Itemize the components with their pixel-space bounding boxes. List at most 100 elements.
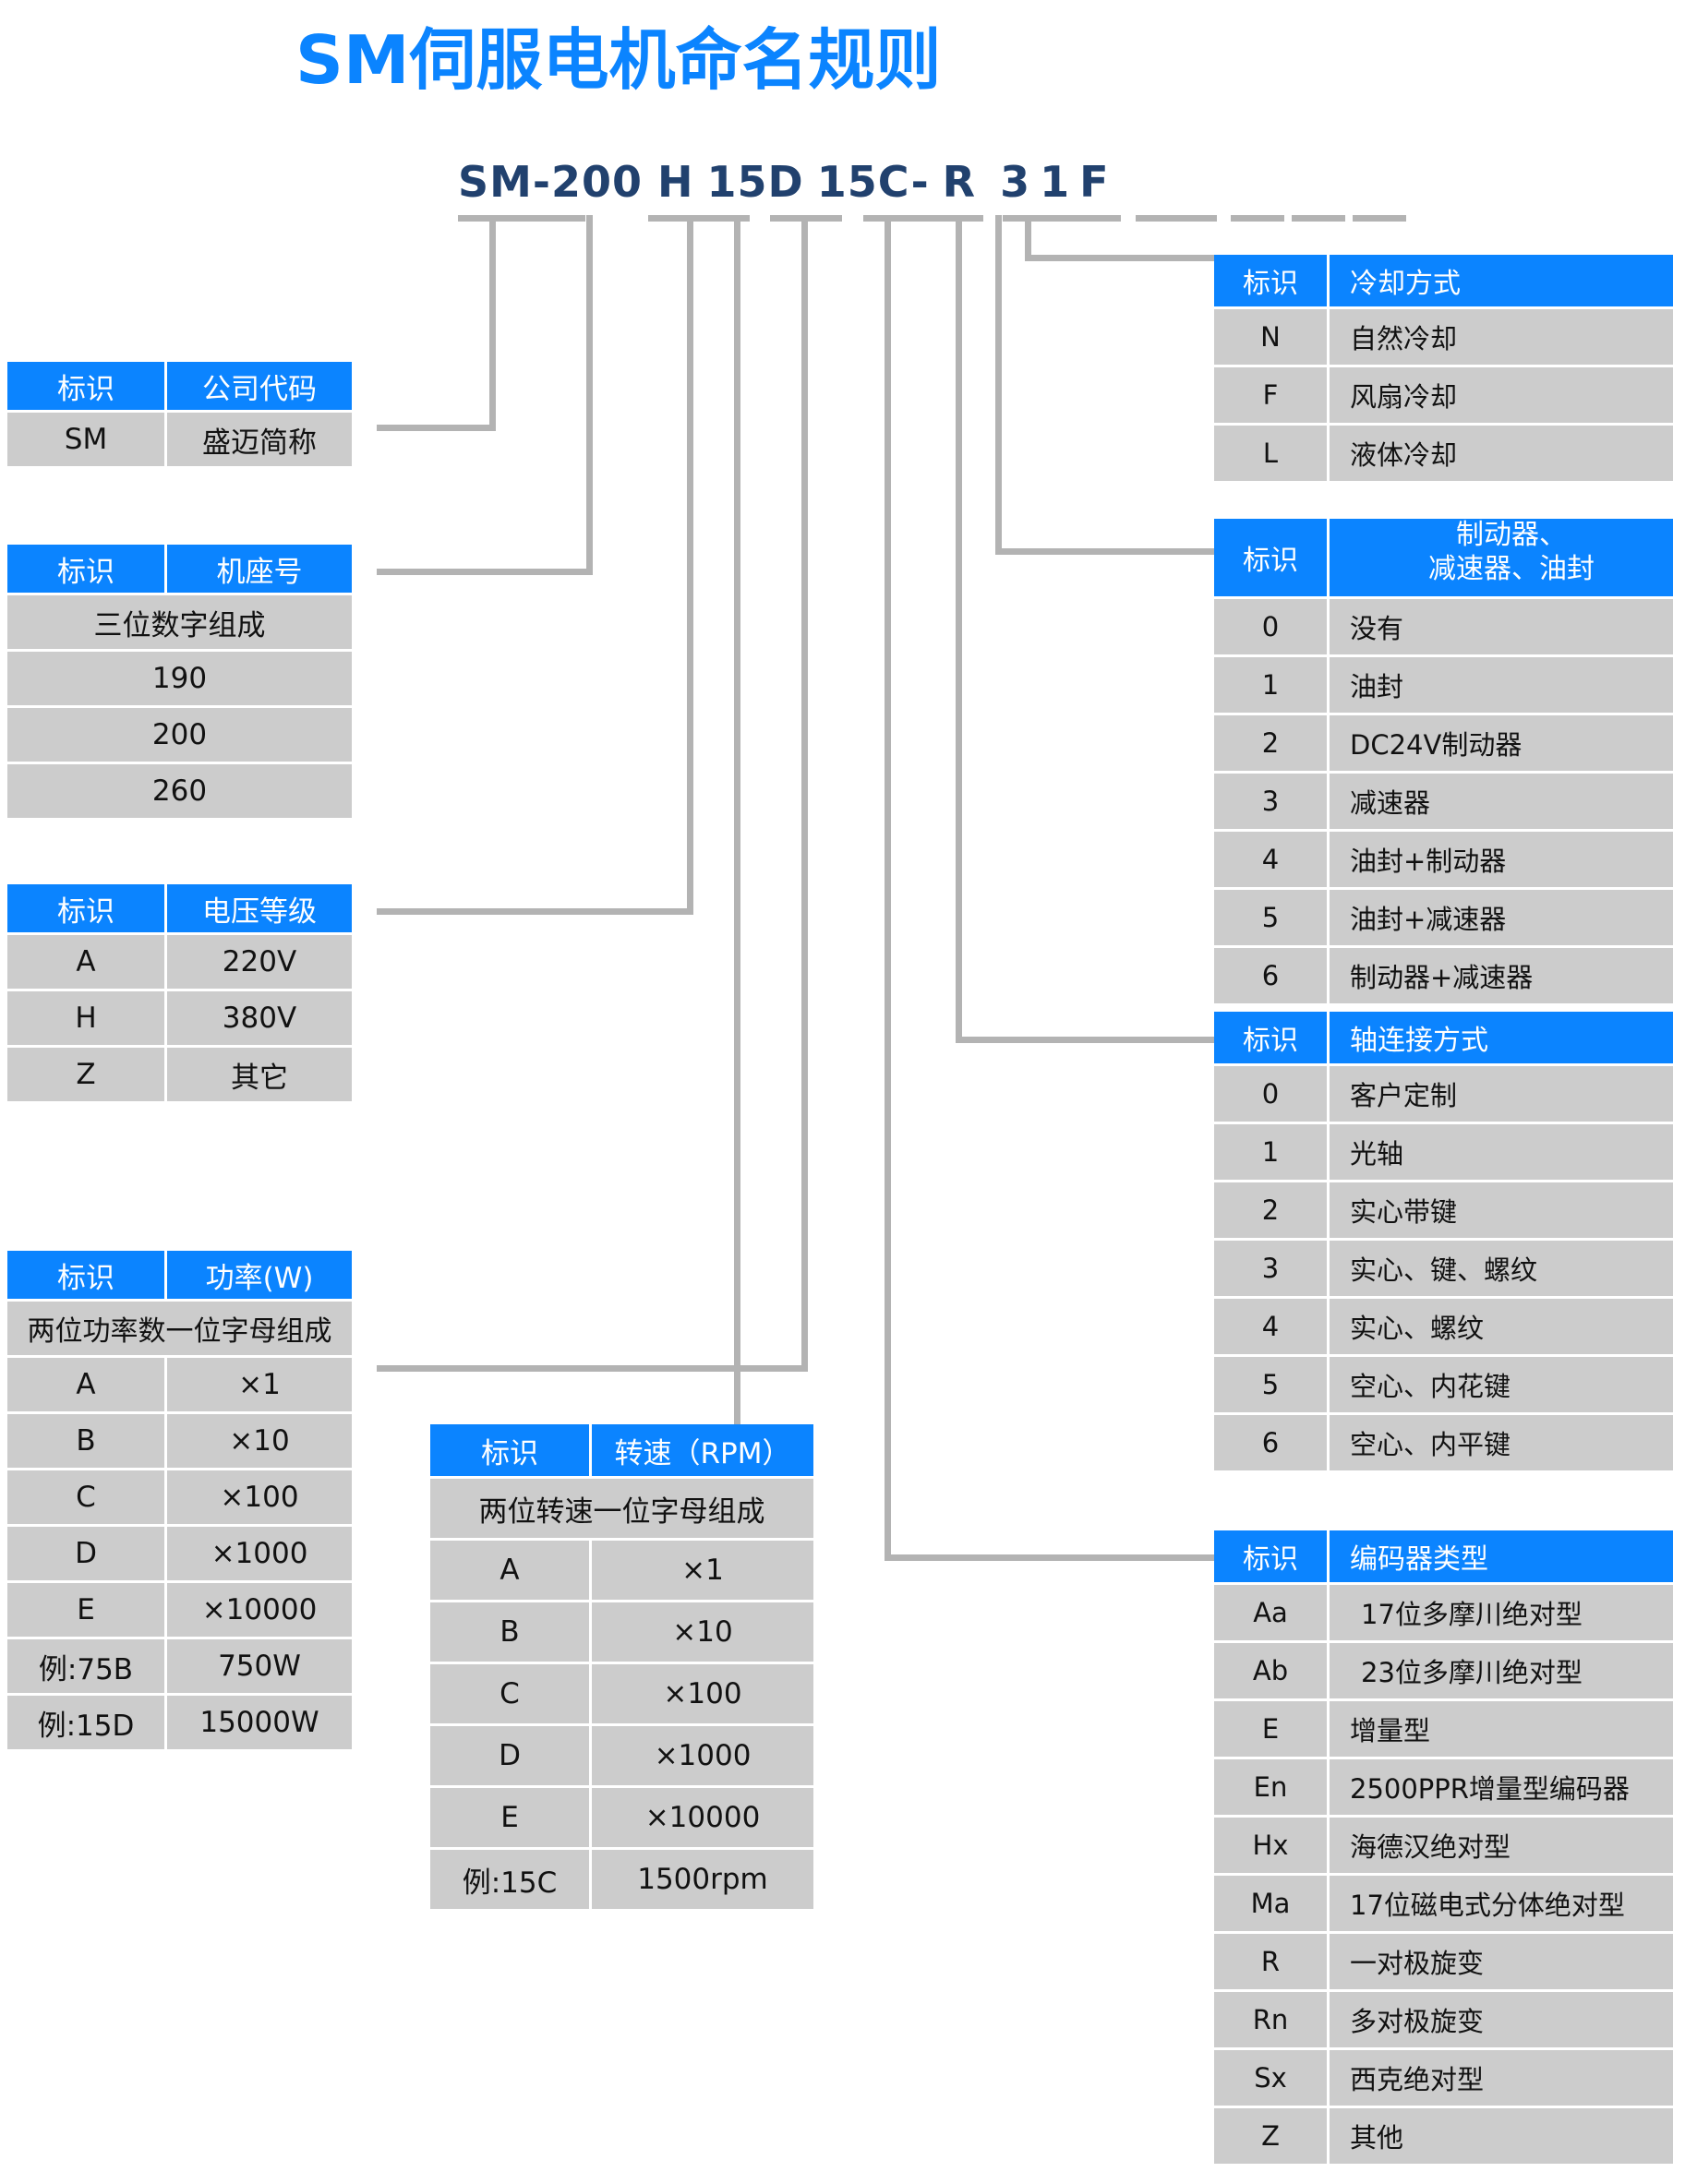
header-value: 制动器、 减速器、油封 [1330,519,1673,596]
column-gap [1327,774,1330,829]
cell-value: 200 [7,708,352,762]
column-gap [1327,1299,1330,1354]
cell-value: 没有 [1330,599,1673,654]
table-encoder-type: 标识 编码器类型 Aa 17位多摩川绝对型 Ab 23位多摩川绝对型 E 增量型… [1214,1530,1673,2166]
leader-brake-vertical [995,215,1002,555]
cell-value: 15000W [167,1696,352,1749]
leader-company-vertical [489,215,496,431]
cell-value: 海德汉绝对型 [1330,1818,1673,1873]
table-row: 4 实心、螺纹 [1214,1299,1673,1354]
header-value: 转速（RPM） [592,1424,813,1476]
column-gap [164,545,167,593]
table-row: 1 光轴 [1214,1124,1673,1180]
leader-company-horizontal [377,425,496,431]
table-row: A 220V [7,935,352,989]
cell-value: 23位多摩川绝对型 [1330,1643,1673,1698]
header-value: 电压等级 [167,884,352,932]
cell-value: 风扇冷却 [1330,367,1673,423]
header-id: 标识 [1214,1530,1327,1582]
table-row: E ×10000 [7,1583,352,1637]
table-row: 4 油封+制动器 [1214,832,1673,887]
cell-id: D [430,1726,589,1785]
cell-id: Hx [1214,1818,1327,1873]
table-row: C ×100 [7,1470,352,1524]
table-frame-number: 标识 机座号 三位数字组成 190 200 260 [7,545,352,821]
cell-id: 3 [1214,1241,1327,1296]
table-row: Aa 17位多摩川绝对型 [1214,1585,1673,1640]
table-row: 例:75B 750W [7,1639,352,1693]
column-gap [1327,1934,1330,1989]
header-value: 功率(W) [167,1251,352,1299]
cell-id: En [1214,1759,1327,1815]
cell-note: 三位数字组成 [7,595,352,649]
leader-frame-horizontal [377,569,593,575]
column-gap [164,362,167,410]
table-row: 200 [7,708,352,762]
header-value: 轴连接方式 [1330,1012,1673,1063]
column-gap [589,1541,592,1600]
column-gap [1327,1182,1330,1238]
table-row: 190 [7,652,352,705]
table-row: 例:15C 1500rpm [430,1850,813,1909]
column-gap [589,1424,592,1476]
page-title: SM伺服电机命名规则 [295,21,942,99]
cell-value: 2500PPR增量型编码器 [1330,1759,1673,1815]
cell-value: ×10 [592,1602,813,1662]
cell-value: 增量型 [1330,1701,1673,1757]
column-gap [1327,890,1330,945]
cell-value: 客户定制 [1330,1066,1673,1122]
leader-voltage-horizontal [377,908,693,915]
cell-value: 实心、螺纹 [1330,1299,1673,1354]
cell-id: 例:75B [7,1639,164,1693]
column-gap [1327,948,1330,1003]
cell-id: B [7,1414,164,1468]
cell-value: ×1000 [592,1726,813,1785]
code-underline-6 [1003,215,1121,222]
table-header-row: 标识 公司代码 [7,362,352,410]
cell-value: 减速器 [1330,774,1673,829]
table-cooling-method: 标识 冷却方式 N 自然冷却 F 风扇冷却 L 液体冷却 [1214,255,1673,484]
cell-id: 例:15C [430,1850,589,1909]
column-gap [1327,1818,1330,1873]
table-rpm: 标识 转速（RPM） 两位转速一位字母组成 A ×1 B ×10 C ×100 … [430,1424,813,1912]
cell-id: 2 [1214,715,1327,771]
table-row: D ×1000 [430,1726,813,1785]
column-gap [1327,1876,1330,1931]
table-row: 1 油封 [1214,657,1673,713]
code-segment-cooling: F [1079,157,1110,207]
table-row: 3 减速器 [1214,774,1673,829]
table-note-row: 三位数字组成 [7,595,352,649]
table-header-row: 标识 电压等级 [7,884,352,932]
column-gap [1327,367,1330,423]
column-gap [1327,1643,1330,1698]
cell-value: 多对极旋变 [1330,1992,1673,2047]
column-gap [1327,2050,1330,2106]
cell-id: 5 [1214,1357,1327,1412]
cell-id: A [7,935,164,989]
cell-id: 6 [1214,1415,1327,1470]
table-row: 2 实心带键 [1214,1182,1673,1238]
cell-id: 1 [1214,1124,1327,1180]
header-value: 公司代码 [167,362,352,410]
cell-id: 例:15D [7,1696,164,1749]
column-gap [164,1470,167,1524]
column-gap [1327,1701,1330,1757]
table-row: R 一对极旋变 [1214,1934,1673,1989]
code-underline-1 [458,215,585,222]
cell-value: 380V [167,991,352,1045]
table-row: D ×1000 [7,1527,352,1580]
table-row: 2 DC24V制动器 [1214,715,1673,771]
column-gap [1327,832,1330,887]
column-gap [1327,1759,1330,1815]
cell-value: ×10000 [592,1788,813,1847]
header-value: 编码器类型 [1330,1530,1673,1582]
cell-id: D [7,1527,164,1580]
cell-id: 3 [1214,774,1327,829]
cell-value: ×10 [167,1414,352,1468]
cell-id: SM [7,413,164,466]
cell-id: Ab [1214,1643,1327,1698]
cell-value: 光轴 [1330,1124,1673,1180]
table-row: 0 客户定制 [1214,1066,1673,1122]
cell-value: ×100 [592,1664,813,1723]
header-id: 标识 [430,1424,589,1476]
